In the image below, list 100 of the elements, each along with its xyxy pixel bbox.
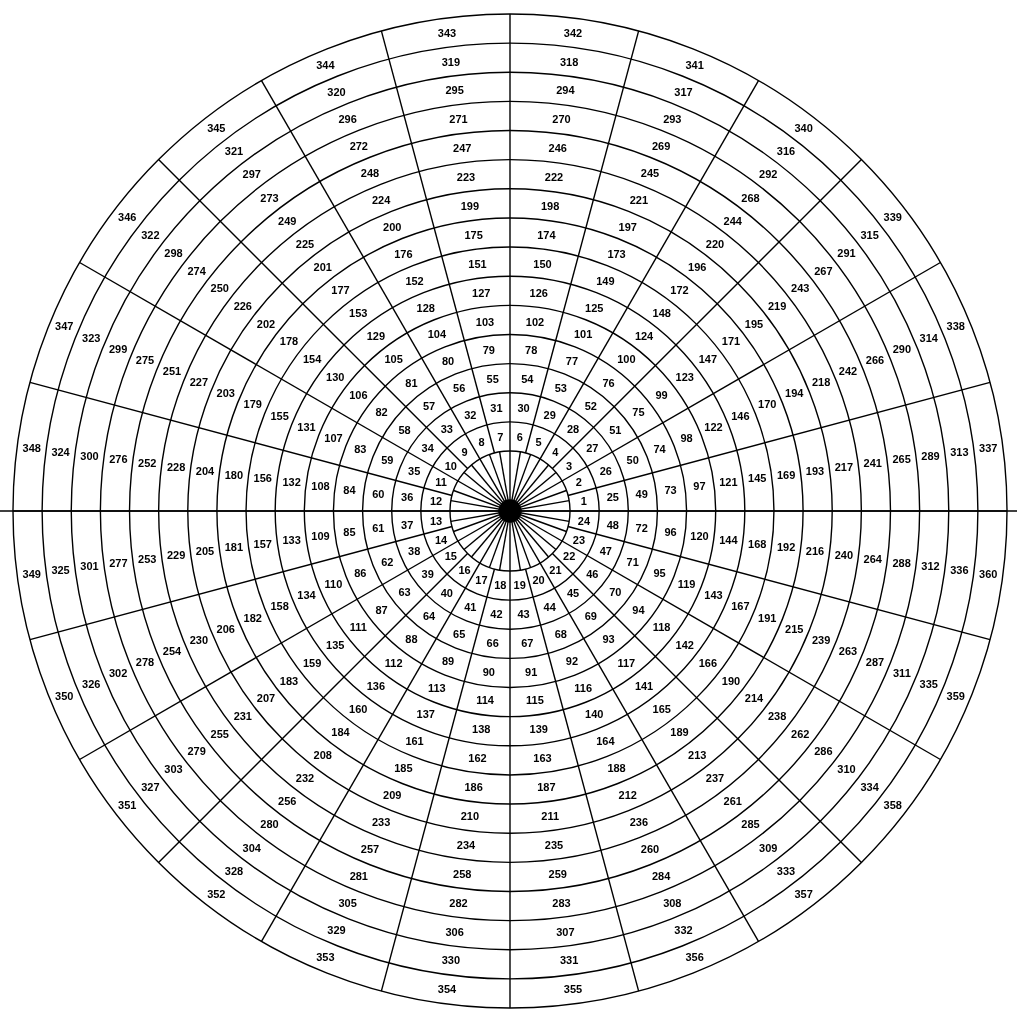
cell-number: 103 [475,315,495,328]
cell-number: 346 [118,211,137,224]
cell-number: 280 [260,818,279,831]
cell-number: 102 [525,315,545,328]
cell-number: 193 [805,464,825,477]
cell-number: 166 [698,656,717,669]
cell-number: 322 [141,229,160,242]
cell-number: 331 [560,954,579,967]
cell-number: 252 [138,457,157,470]
cell-number: 173 [607,247,626,260]
cell-number: 305 [338,896,357,909]
cell-number: 11 [435,476,447,489]
cell-number: 107 [324,431,343,444]
cell-number: 171 [721,335,741,348]
cell-number: 329 [327,923,346,936]
cell-number: 270 [552,113,571,126]
cell-number: 288 [892,556,911,569]
cell-number: 59 [381,454,394,467]
cell-number: 311 [893,667,911,680]
cell-number: 33 [440,422,453,435]
cell-number: 170 [758,398,777,411]
cell-number: 55 [486,373,499,386]
cell-number: 91 [525,665,538,678]
cell-number: 274 [187,264,206,277]
cell-number: 14 [435,533,448,546]
cell-number: 3 [566,459,573,472]
cell-number: 18 [494,578,507,591]
cell-number: 207 [256,692,276,705]
cell-number: 225 [295,237,315,250]
cell-number: 192 [776,541,796,554]
cell-number: 339 [883,211,902,224]
cell-number: 104 [427,328,447,341]
cell-number: 352 [207,887,226,900]
cell-number: 165 [652,702,671,715]
cell-number: 120 [690,529,709,542]
cell-number: 13 [429,514,443,527]
cell-number: 154 [303,353,322,366]
cell-number: 135 [326,639,345,652]
cell-number: 156 [253,472,272,485]
cell-number: 358 [883,798,902,811]
cell-number: 71 [626,555,639,568]
cell-number: 334 [860,780,879,793]
cell-number: 265 [892,453,911,466]
cell-number: 113 [428,681,446,694]
cell-number: 263 [838,645,858,657]
cell-number: 276 [109,453,128,466]
cell-number: 94 [632,603,645,616]
cell-number: 116 [574,681,592,694]
cell-number: 124 [634,330,654,343]
cell-number: 115 [526,694,544,707]
cell-number: 243 [791,282,810,295]
cell-number: 198 [540,200,560,212]
cell-number: 300 [80,449,99,462]
cell-number: 119 [677,578,696,591]
cell-number: 183 [279,674,299,687]
cell-number: 233 [371,816,391,829]
cell-number: 76 [602,376,615,389]
cell-number: 353 [316,950,335,963]
cell-number: 258 [453,867,472,880]
cell-number: 286 [814,745,833,758]
cell-number: 215 [785,622,804,635]
cell-number: 275 [135,353,155,366]
cell-number: 54 [521,373,534,386]
cell-number: 291 [837,246,856,259]
cell-number: 204 [195,464,215,477]
cell-number: 42 [490,607,503,620]
cell-number: 158 [270,600,289,613]
cell-number: 177 [331,284,350,297]
cell-number: 98 [680,431,693,444]
cell-number: 251 [162,364,182,377]
cell-number: 219 [768,300,787,312]
cell-number: 157 [253,537,272,550]
cell-number: 36 [401,491,414,504]
cell-number: 96 [664,526,677,539]
cell-number: 284 [652,869,671,882]
cell-number: 80 [441,355,455,368]
cell-number: 338 [946,320,965,333]
cell-number: 236 [629,816,649,829]
cell-number: 315 [860,229,879,242]
cell-number: 86 [354,566,367,579]
cell-number: 223 [456,171,476,184]
cell-number: 57 [423,399,436,412]
cell-number: 244 [723,214,742,227]
cell-number: 122 [704,420,723,433]
cell-number: 330 [441,954,460,967]
cell-number: 87 [375,603,388,616]
cell-number: 178 [279,335,299,348]
cell-number: 210 [460,810,479,822]
cell-number: 343 [437,26,457,39]
cell-number: 162 [468,752,487,765]
cell-number: 278 [135,656,155,669]
cell-number: 111 [349,621,367,634]
cell-number: 309 [759,841,778,854]
cell-number: 44 [543,600,556,613]
cell-number: 232 [295,772,315,785]
cell-number: 259 [548,867,567,880]
cell-number: 308 [663,896,682,909]
cell-number: 250 [210,282,229,295]
cell-number: 53 [554,382,567,395]
cell-number: 220 [705,237,725,250]
